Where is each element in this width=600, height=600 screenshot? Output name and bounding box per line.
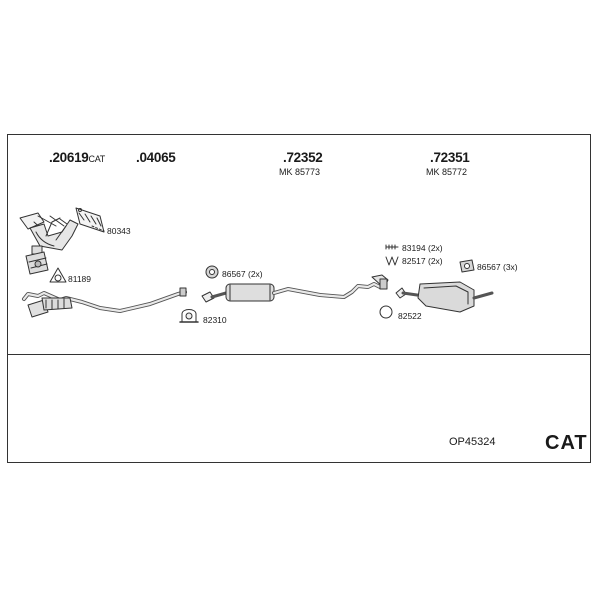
category-badge: CAT <box>545 432 588 454</box>
clamp-82310 <box>179 309 199 323</box>
rubber-mount-rear <box>459 259 475 273</box>
ring-label-81189: 81189 <box>68 274 92 284</box>
rear-silencer-mk: MK 85772 <box>426 167 468 177</box>
manifold-catalytic-converter <box>19 212 79 275</box>
front-pipe <box>22 287 187 318</box>
spring-label: 83194 (2x) <box>402 243 443 253</box>
middle-silencer-assembly <box>201 274 389 303</box>
rubber-mount-label-rear: 86567 (3x) <box>477 262 518 272</box>
diagram-frame <box>7 134 591 463</box>
clamp-label: 82310 <box>203 315 227 325</box>
frame-divider <box>7 354 591 355</box>
rear-silencer <box>395 281 494 313</box>
gasket-label: 80343 <box>107 226 131 236</box>
gasket-80343 <box>75 207 105 233</box>
ring-label-82522: 82522 <box>398 311 422 321</box>
rubber-mount-label-mid: 86567 (2x) <box>222 269 263 279</box>
ring-82522 <box>379 305 393 319</box>
rear-silencer-part-number: .72351 <box>430 150 470 165</box>
front-pipe-part-number: .04065 <box>136 150 176 165</box>
ring-81189 <box>49 267 67 283</box>
cat-converter-part-number: .20619CAT <box>49 150 105 165</box>
spring-83194 <box>385 244 399 250</box>
kit-code: OP45324 <box>449 436 496 448</box>
middle-silencer-part-number: .72352 <box>283 150 323 165</box>
middle-silencer-mk: MK 85773 <box>279 167 321 177</box>
rubber-mount-middle <box>205 265 219 279</box>
bolt-82517 <box>385 256 399 266</box>
bolt-label: 82517 (2x) <box>402 256 443 266</box>
